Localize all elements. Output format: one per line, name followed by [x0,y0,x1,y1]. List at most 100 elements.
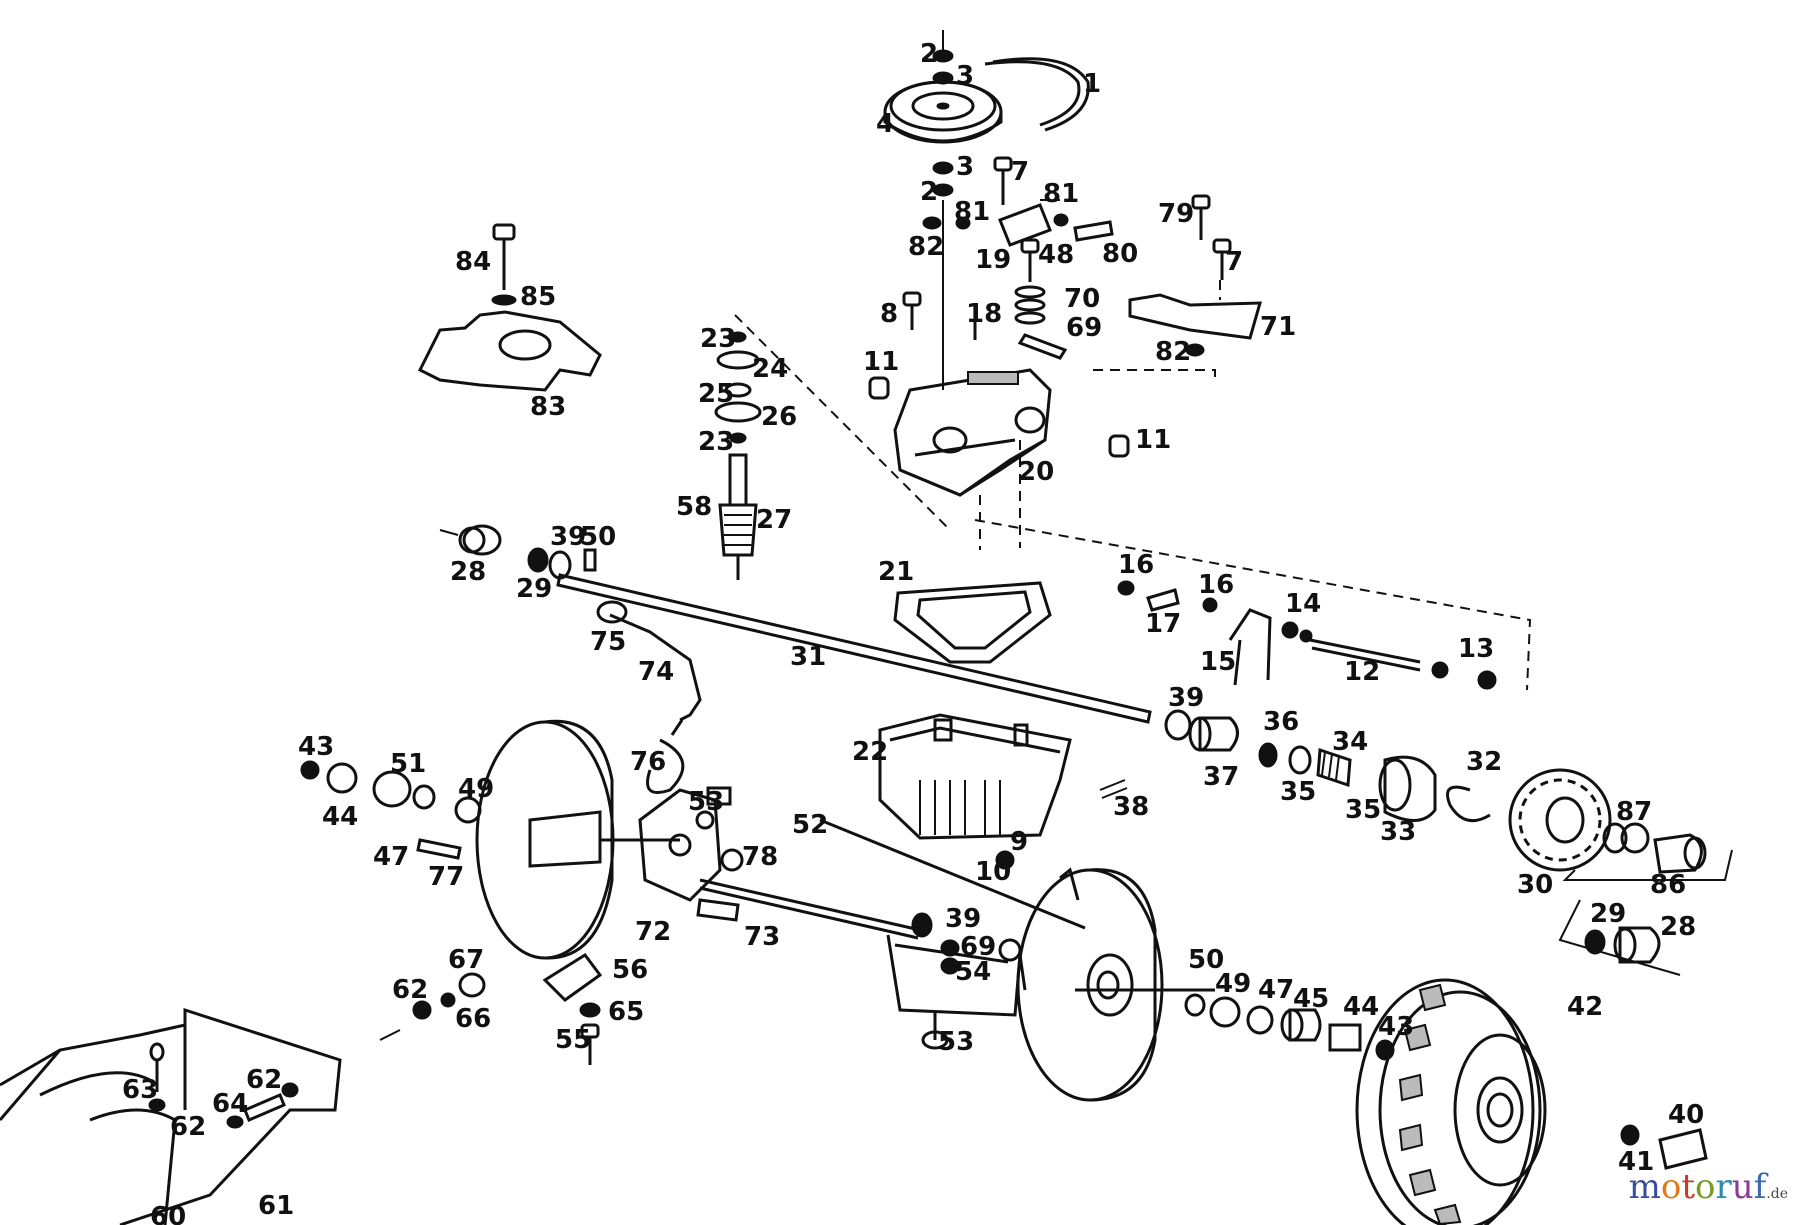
part-number-label: 44 [322,802,358,832]
part-number-label: 1 [1083,69,1101,99]
axle-assembly [819,818,1086,1050]
part-number-label: 75 [590,627,626,657]
part-number-label: 39 [550,522,586,552]
part-number-label: 40 [1668,1100,1704,1130]
middle-wheel [1016,867,1215,1102]
part-number-label: 7 [1225,247,1243,277]
part-number-label: 43 [298,732,334,762]
part-number-label: 81 [1043,179,1079,209]
part-number-label: 13 [1458,634,1494,664]
part-number-label: 11 [863,347,899,377]
part-number-label: 30 [1517,870,1553,900]
part-number-label: 12 [1344,657,1380,687]
wheel-hardware [1184,993,1395,1061]
bearing-set [1558,899,1681,976]
part-number-label: 58 [676,492,712,522]
gearbox-housing [868,368,1130,497]
part-number-label: 16 [1118,550,1154,580]
part-number-label: 27 [756,505,792,535]
lever-74 [609,613,702,736]
part-number-label: 74 [638,657,674,687]
top-bolts [902,156,1232,360]
part-number-label: 79 [1158,199,1194,229]
part-number-label: 80 [1102,239,1138,269]
part-number-label: 29 [1590,899,1626,929]
part-number-label: 61 [258,1191,294,1221]
part-number-label: 37 [1203,762,1239,792]
part-number-label: 73 [744,922,780,952]
part-number-label: 23 [700,324,736,354]
part-number-label: 54 [955,957,991,987]
part-number-label: 28 [450,557,486,587]
part-number-label: 86 [1650,870,1686,900]
part-number-label: 9 [1010,827,1028,857]
part-number-label: 43 [1378,1012,1414,1042]
part-number-label: 64 [212,1089,248,1119]
part-number-label: 82 [908,232,944,262]
main-shaft [439,524,1152,724]
part-number-label: 49 [1215,969,1251,999]
part-number-label: 39 [945,904,981,934]
motoruf-logo: motoruf.de [1628,1167,1788,1207]
part-number-label: 72 [635,917,671,947]
part-number-label: 17 [1145,609,1181,639]
part-number-label: 11 [1135,425,1171,455]
plate-83 [417,310,602,392]
vertical-shaft [714,331,762,580]
part-number-label: 45 [1293,984,1329,1014]
part-number-label: 71 [1260,312,1296,342]
rear-shroud [0,1007,342,1225]
part-number-label: 63 [122,1075,158,1105]
part-number-label: 51 [390,749,426,779]
part-number-label: 81 [954,197,990,227]
part-number-label: 39 [1168,683,1204,713]
clutch-parts [1099,709,1491,823]
part-number-label: 48 [1038,240,1074,270]
part-number-label: 76 [630,747,666,777]
part-number-label: 4 [876,109,894,139]
part-number-label: 65 [608,997,644,1027]
part-number-label: 2 [920,177,938,207]
part-number-label: 41 [1618,1147,1654,1177]
part-number-label: 55 [555,1025,591,1055]
part-number-label: 50 [580,522,616,552]
part-number-label: 62 [392,975,428,1005]
part-number-label: 42 [1567,992,1603,1022]
part-number-label: 44 [1343,992,1379,1022]
part-number-label: 33 [1380,817,1416,847]
left-wheel [300,719,680,960]
assembly-outline [734,314,1532,691]
part-number-label: 35 [1280,777,1316,807]
part-number-label: 14 [1285,589,1321,619]
height-adjuster [638,786,921,940]
part-number-label: 16 [1198,570,1234,600]
part-number-label: 7 [1011,157,1029,187]
lower-left-hardware [379,952,603,1065]
part-number-label: 47 [1258,975,1294,1005]
part-number-label: 21 [878,557,914,587]
part-number-label: 32 [1466,747,1502,777]
part-number-label: 60 [150,1202,186,1225]
part-number-label: 47 [373,842,409,872]
part-number-label: 19 [975,245,1011,275]
part-number-label: 25 [698,379,734,409]
part-number-label: 3 [956,152,974,182]
part-number-label: 56 [612,955,648,985]
part-number-label: 62 [246,1065,282,1095]
drive-gear [1508,768,1733,881]
part-number-label: 87 [1616,797,1652,827]
part-number-label: 3 [956,61,974,91]
pulley [883,30,1090,390]
part-number-label: 8 [880,299,898,329]
part-number-label: 28 [1660,912,1696,942]
part-number-label: 84 [455,247,491,277]
part-number-label: 31 [790,642,826,672]
part-number-label: 78 [742,842,778,872]
part-number-label: 52 [792,810,828,840]
part-number-label: 15 [1200,647,1236,677]
part-number-label: 23 [698,427,734,457]
part-number-label: 85 [520,282,556,312]
part-number-label: 50 [1188,945,1224,975]
part-number-label: 35 [1345,795,1381,825]
